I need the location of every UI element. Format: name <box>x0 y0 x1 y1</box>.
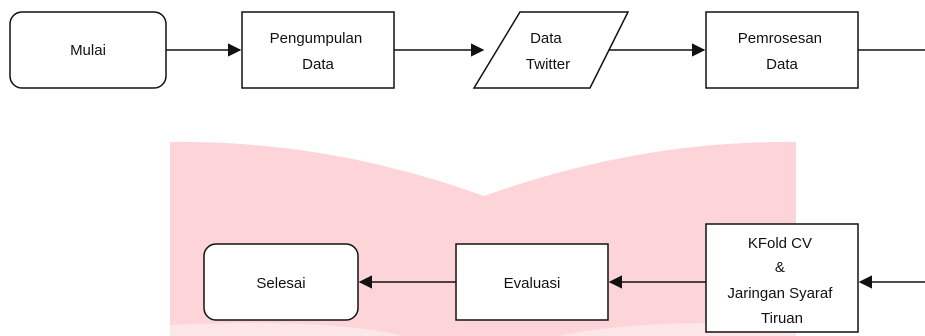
node-mulai-label: Mulai <box>70 42 106 59</box>
node-data-twitter: Data Twitter <box>472 11 630 89</box>
node-kfold-jst: KFold CV & Jaringan Syaraf Tiruan <box>705 223 859 333</box>
node-pengumpulan-data: Pengumpulan Data <box>241 11 395 89</box>
node-pengumpulan-data-text: Pengumpulan Data <box>270 30 367 73</box>
node-selesai: Selesai <box>203 243 359 321</box>
node-kfold-jst-text: KFold CV & Jaringan Syaraf Tiruan <box>727 235 836 327</box>
node-evaluasi: Evaluasi <box>455 243 609 321</box>
node-mulai: Mulai <box>9 11 167 89</box>
node-selesai-label: Selesai <box>256 275 305 292</box>
node-pemrosesan-data: Pemrosesan Data <box>705 11 859 89</box>
node-evaluasi-label: Evaluasi <box>504 275 561 292</box>
node-pemrosesan-data-text: Pemrosesan Data <box>738 30 826 73</box>
node-data-twitter-text: Data Twitter <box>526 30 570 73</box>
